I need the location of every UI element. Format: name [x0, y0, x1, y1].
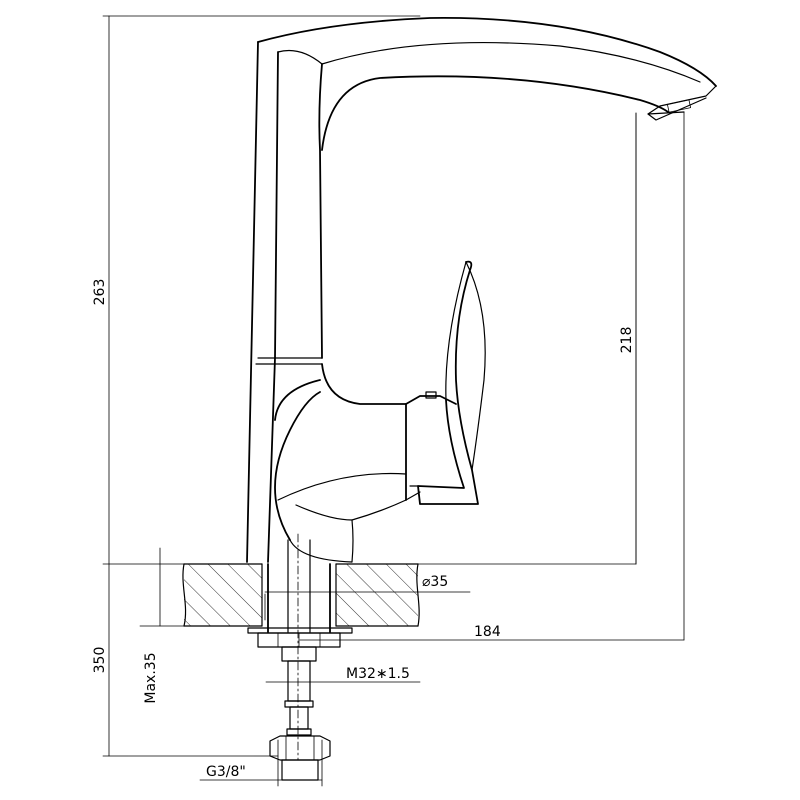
mounting-nut: [247, 627, 353, 648]
flexible-hose: [281, 646, 317, 736]
label-total-height: 263: [92, 279, 108, 306]
label-reach: 184: [474, 624, 501, 640]
countertop-section: [182, 563, 420, 627]
hose-fitting: [269, 735, 331, 781]
label-spout-height: 218: [619, 327, 635, 354]
label-hose-thread: G3/8": [206, 764, 246, 780]
label-hole-diameter: ⌀35: [422, 574, 448, 590]
dimension-lines: [108, 15, 685, 781]
label-thread: M32∗1.5: [346, 666, 410, 682]
faucet-body: [246, 16, 717, 563]
label-below-deck: 350: [92, 647, 108, 674]
label-max-thickness: Max.35: [143, 652, 159, 703]
dimension-labels: 263 218 350 Max.35 ⌀35 184 M32∗1.5 G3/8": [92, 279, 635, 780]
handle-lever: [409, 260, 486, 505]
